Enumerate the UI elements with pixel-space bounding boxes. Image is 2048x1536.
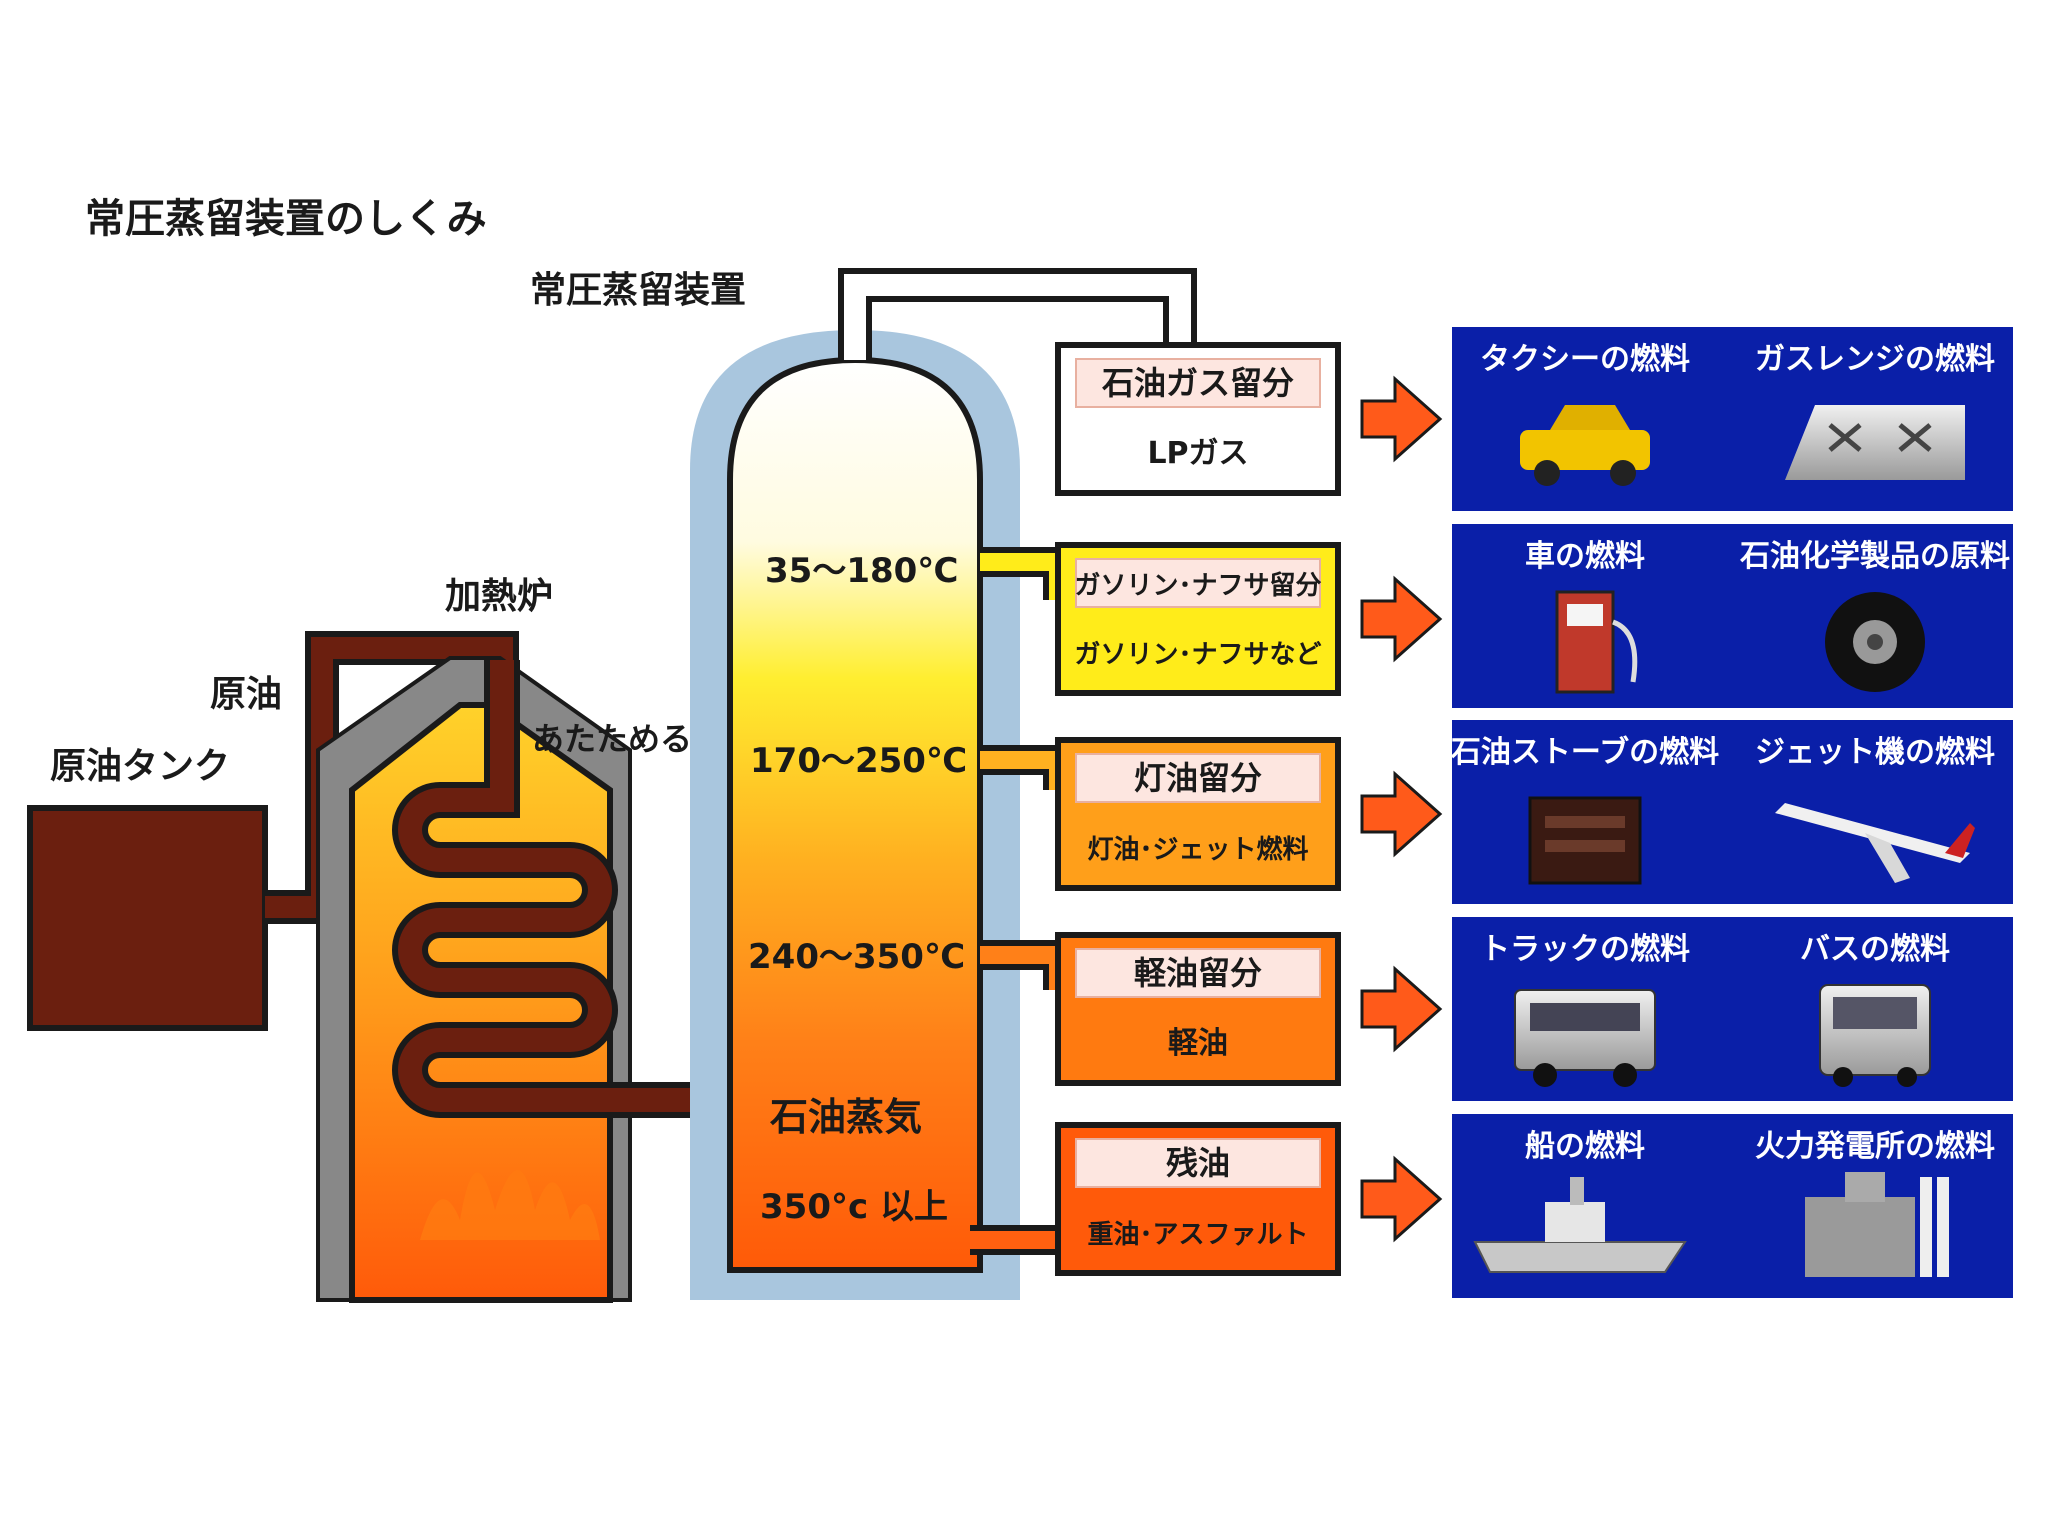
- use-label-left: 車の燃料: [1525, 539, 1645, 574]
- use-panel-3: 石油ストーブの燃料 ジェット機の燃料: [1448, 716, 2017, 908]
- fraction-box-1: 石油ガス留分 LPガス: [1055, 342, 1341, 496]
- heating-coil: [392, 660, 770, 1119]
- arrow-right-icon: [1360, 770, 1443, 858]
- fraction-name-bg: [1075, 948, 1321, 998]
- fraction-name: ガソリン･ナフサ留分: [1074, 571, 1321, 601]
- truck-icon: [1514, 989, 1656, 1087]
- tire-icon: [1825, 592, 1925, 692]
- use-label-right: ジェット機の燃料: [1755, 735, 1995, 770]
- fraction-product: 軽油: [1168, 1026, 1228, 1061]
- use-label-left: タクシーの燃料: [1480, 342, 1690, 377]
- use-label-left: 船の燃料: [1525, 1129, 1645, 1164]
- crude-oil-tank: [27, 805, 268, 1031]
- vapor-label: 石油蒸気: [770, 1095, 922, 1139]
- taxi-icon: [1520, 405, 1650, 486]
- arrow-right-icon: [1360, 965, 1443, 1053]
- fraction-name-bg: [1075, 558, 1321, 608]
- use-label-right: バスの燃料: [1800, 932, 1950, 967]
- fraction-name: 残油: [1166, 1144, 1230, 1182]
- gas-stove-icon: [1785, 405, 1965, 480]
- fraction-product: 重油･アスファルト: [1087, 1220, 1308, 1250]
- use-label-right: 火力発電所の燃料: [1755, 1129, 1995, 1164]
- use-label-left: 石油ストーブの燃料: [1450, 735, 1719, 770]
- temp-range-1: 35～180℃: [765, 551, 958, 591]
- fraction-name-bg: [1075, 753, 1321, 803]
- temp-range-2: 170～250℃: [750, 741, 967, 781]
- bus-icon: [1819, 984, 1931, 1087]
- heat-label: あたためる: [532, 720, 692, 758]
- arrow-right-icon: [1360, 1155, 1443, 1243]
- use-panel-4: トラックの燃料 バスの燃料: [1448, 913, 2017, 1105]
- fraction-product: ガソリン･ナフサなど: [1074, 640, 1321, 670]
- fraction-name-bg: [1075, 358, 1321, 408]
- temp-range-3: 240～350℃: [748, 937, 965, 977]
- use-panel-5: 船の燃料 火力発電所の燃料: [1448, 1110, 2017, 1302]
- use-panel-1: タクシーの燃料 ガスレンジの燃料: [1448, 323, 2017, 515]
- use-label-left: トラックの燃料: [1480, 932, 1690, 967]
- oil-stove-icon: [1528, 796, 1642, 885]
- fraction-name: 灯油留分: [1134, 759, 1262, 797]
- ship-icon: [1473, 1177, 1687, 1273]
- fraction-name: 石油ガス留分: [1101, 364, 1294, 402]
- diagram-title: 常圧蒸留装置のしくみ: [85, 196, 487, 242]
- fraction-name: 軽油留分: [1134, 954, 1262, 992]
- use-label-right: ガスレンジの燃料: [1755, 342, 1995, 377]
- fraction-product: LPガス: [1147, 436, 1248, 471]
- fraction-product: 灯油･ジェット燃料: [1087, 835, 1308, 865]
- arrow-right-icon: [1360, 375, 1443, 463]
- temp-range-4: 350°c 以上: [760, 1187, 948, 1227]
- fraction-name-bg: [1075, 1138, 1321, 1188]
- jet-plane-icon: [1775, 803, 1975, 883]
- arrow-right-icon: [1360, 575, 1443, 663]
- tank-label: 原油タンク: [50, 746, 230, 787]
- distillation-column: [690, 330, 1020, 1300]
- use-label-right: 石油化学製品の原料: [1739, 539, 2010, 574]
- power-plant-icon: [1805, 1172, 1949, 1277]
- use-panel-2: 車の燃料 石油化学製品の原料: [1448, 520, 2017, 712]
- crude-label: 原油: [210, 674, 282, 715]
- furnace-label: 加熱炉: [445, 576, 553, 617]
- column-label: 常圧蒸留装置: [530, 270, 746, 311]
- fuel-pump-icon: [1555, 590, 1638, 694]
